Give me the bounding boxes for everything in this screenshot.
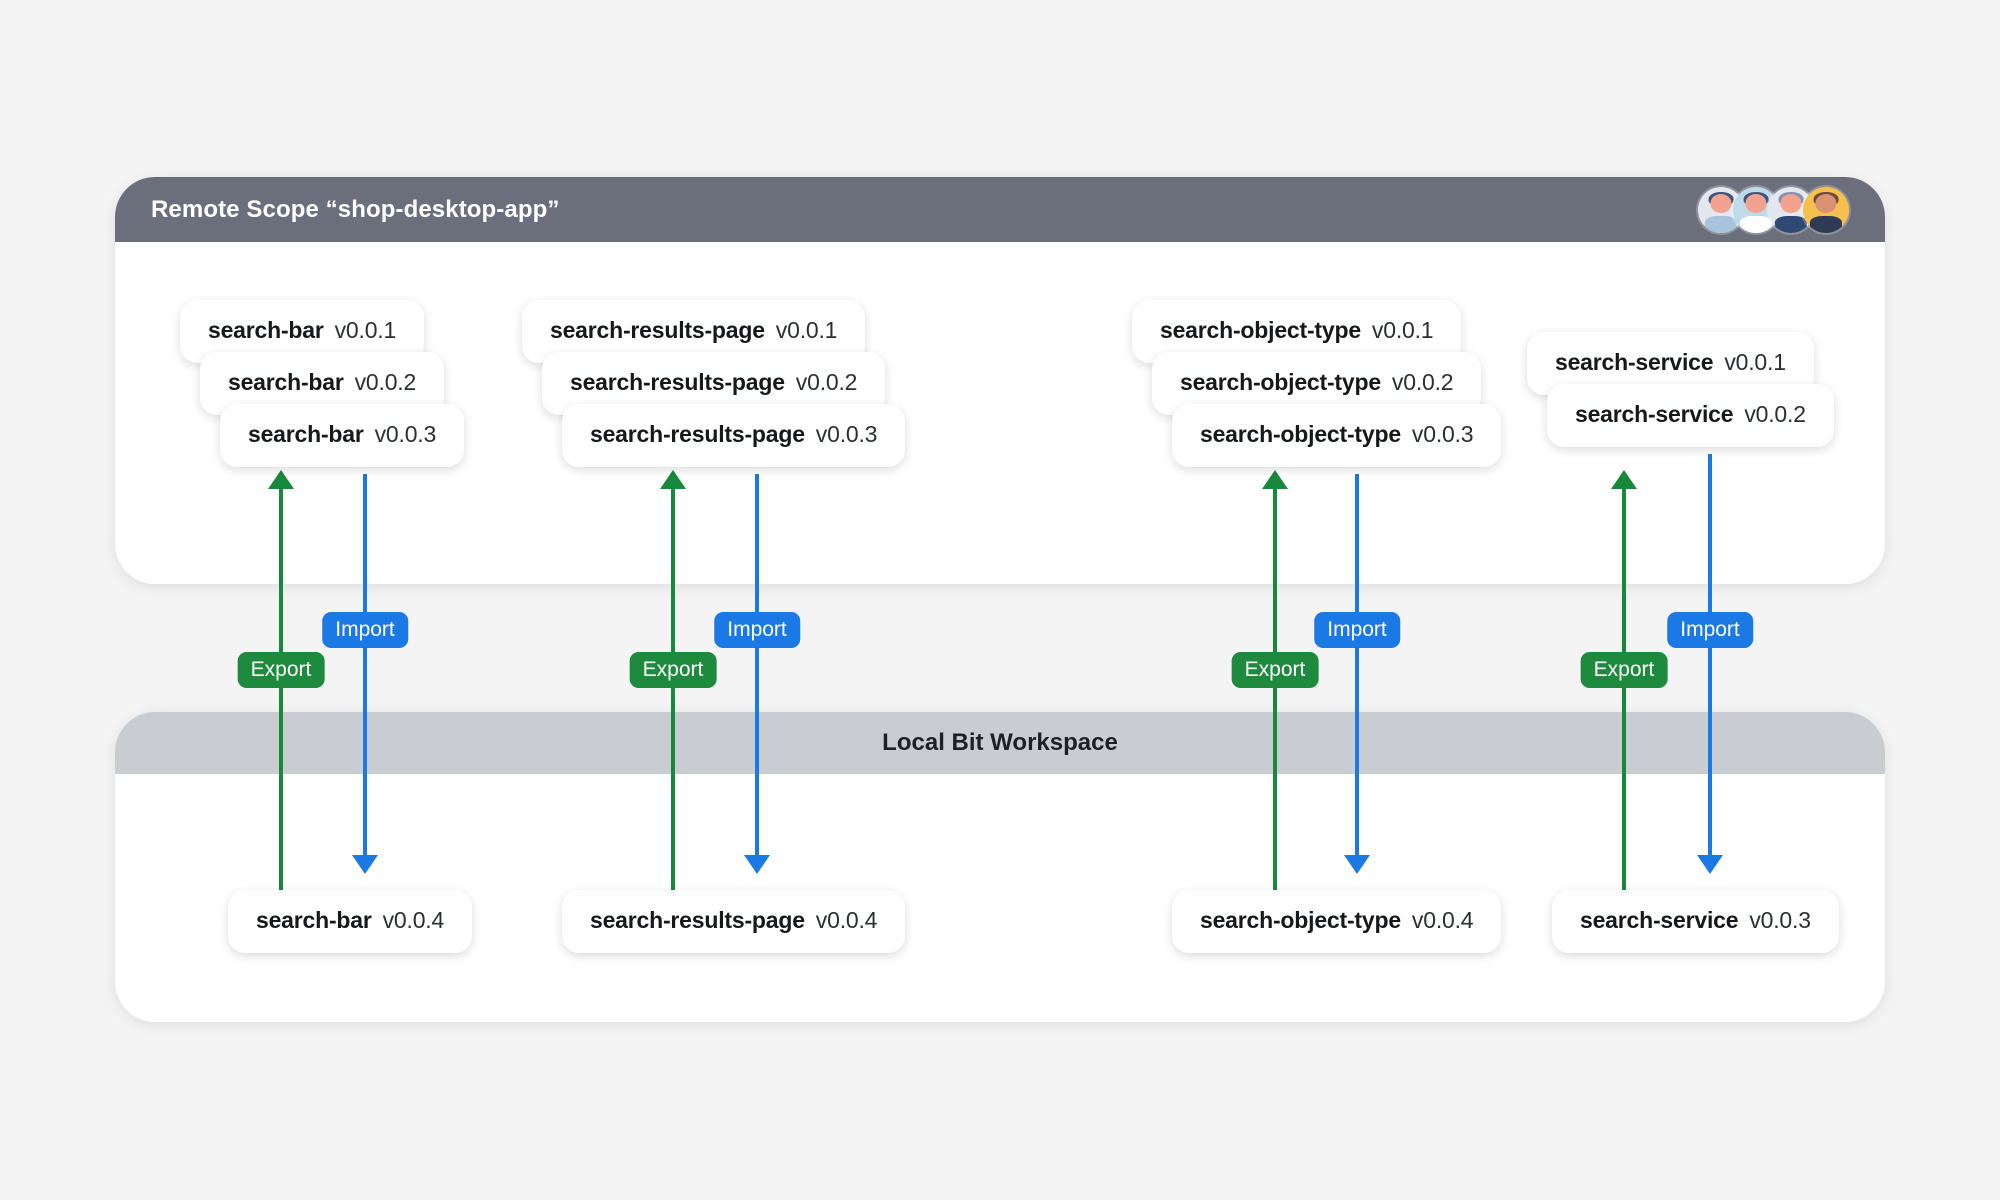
local-component-card[interactable]: search-object-type v0.0.4 [1172, 890, 1502, 953]
local-workspace-header: Local Bit Workspace [115, 712, 1885, 774]
export-badge-search-results-page[interactable]: Export [629, 652, 717, 688]
component-name: search-object-type [1200, 421, 1401, 447]
component-name: search-bar [256, 907, 372, 933]
component-version: v0.0.3 [374, 421, 437, 447]
avatar-person-4 [1803, 186, 1849, 233]
import-badge-search-results-page[interactable]: Import [714, 612, 800, 648]
export-badge-search-bar[interactable]: Export [237, 652, 325, 688]
local-component-card[interactable]: search-bar v0.0.4 [228, 890, 473, 953]
component-version: v0.0.4 [1411, 907, 1474, 933]
component-name: search-object-type [1180, 369, 1381, 395]
component-version: v0.0.1 [1724, 349, 1786, 375]
component-name: search-bar [208, 317, 324, 343]
component-version: v0.0.1 [334, 317, 397, 343]
component-version: v0.0.3 [1749, 907, 1811, 933]
component-version: v0.0.3 [1411, 421, 1474, 447]
component-name: search-service [1580, 907, 1739, 933]
component-name: search-results-page [570, 369, 785, 395]
export-arrowhead-search-service [1611, 470, 1637, 489]
local-workspace-title: Local Bit Workspace [882, 729, 1118, 756]
component-version: v0.0.2 [354, 369, 417, 395]
import-arrowhead-search-results-page [744, 855, 770, 874]
component-name: search-results-page [590, 907, 805, 933]
import-line-search-service [1708, 454, 1712, 855]
import-badge-search-object-type[interactable]: Import [1314, 612, 1400, 648]
import-line-search-bar [363, 474, 367, 855]
component-version: v0.0.2 [1391, 369, 1454, 395]
component-name: search-results-page [590, 421, 805, 447]
component-version: v0.0.1 [1371, 317, 1434, 343]
export-arrowhead-search-bar [268, 470, 294, 489]
remote-component-card[interactable]: search-bar v0.0.3 [220, 404, 465, 467]
component-name: search-object-type [1160, 317, 1361, 343]
component-name: search-results-page [550, 317, 765, 343]
remote-component-card[interactable]: search-results-page v0.0.3 [562, 404, 906, 467]
component-version: v0.0.2 [795, 369, 858, 395]
component-version: v0.0.2 [1744, 401, 1806, 427]
import-arrowhead-search-service [1697, 855, 1723, 874]
import-arrowhead-search-bar [352, 855, 378, 874]
import-arrowhead-search-object-type [1344, 855, 1370, 874]
avatar-person-2 [1733, 186, 1779, 233]
component-name: search-bar [228, 369, 344, 395]
component-name: search-service [1555, 349, 1714, 375]
remote-component-card[interactable]: search-service v0.0.2 [1547, 384, 1834, 447]
component-version: v0.0.4 [815, 907, 878, 933]
export-arrowhead-search-results-page [660, 470, 686, 489]
export-arrowhead-search-object-type [1262, 470, 1288, 489]
local-component-card[interactable]: search-results-page v0.0.4 [562, 890, 906, 953]
export-badge-search-object-type[interactable]: Export [1231, 652, 1319, 688]
import-line-search-results-page [755, 474, 759, 855]
remote-component-card[interactable]: search-object-type v0.0.3 [1172, 404, 1502, 467]
import-badge-search-service[interactable]: Import [1667, 612, 1753, 648]
component-version: v0.0.3 [815, 421, 878, 447]
component-name: search-bar [248, 421, 364, 447]
export-badge-search-service[interactable]: Export [1580, 652, 1668, 688]
remote-scope-header: Remote Scope “shop-desktop-app” [115, 177, 1885, 242]
import-badge-search-bar[interactable]: Import [322, 612, 408, 648]
local-component-card[interactable]: search-service v0.0.3 [1552, 890, 1839, 953]
component-name: search-service [1575, 401, 1734, 427]
local-workspace-panel: Local Bit Workspace [115, 712, 1885, 1022]
component-version: v0.0.1 [775, 317, 838, 343]
component-version: v0.0.4 [382, 907, 445, 933]
avatar-person-1 [1698, 186, 1744, 233]
remote-scope-title: Remote Scope “shop-desktop-app” [151, 195, 560, 223]
avatar-group [1698, 186, 1849, 233]
component-name: search-object-type [1200, 907, 1401, 933]
import-line-search-object-type [1355, 474, 1359, 855]
